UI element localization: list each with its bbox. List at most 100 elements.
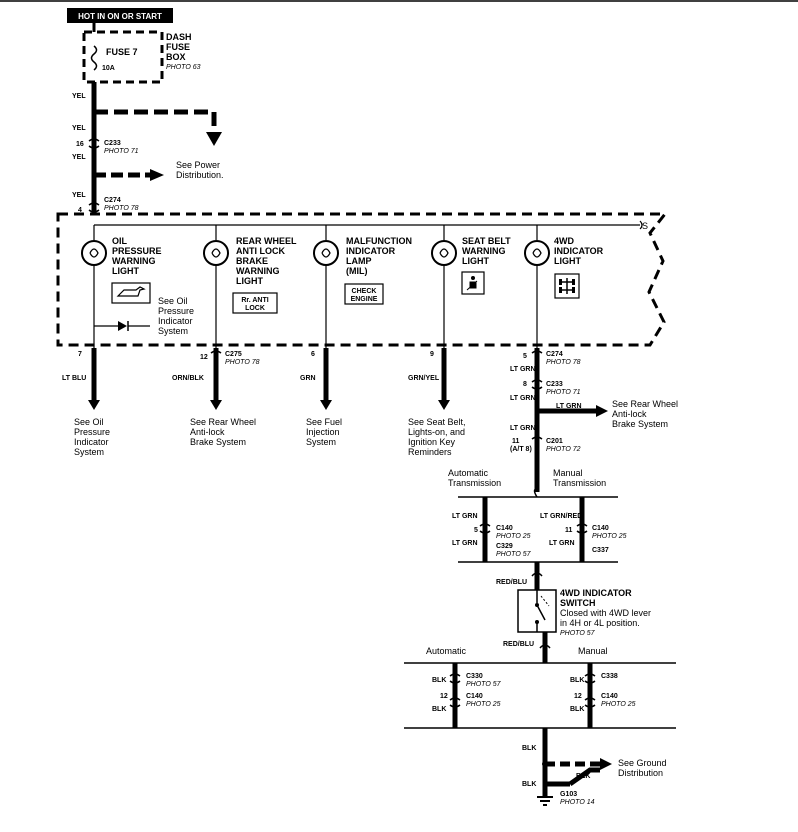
svg-text:BLK: BLK — [432, 706, 446, 713]
svg-text:RED/BLU: RED/BLU — [496, 579, 527, 586]
svg-text:PHOTO 57: PHOTO 57 — [466, 681, 502, 688]
seat-belt-bulb — [431, 225, 457, 348]
svg-text:LAMP: LAMP — [346, 256, 372, 266]
svg-text:Automatic: Automatic — [426, 646, 467, 656]
svg-text:LT GRN/RED: LT GRN/RED — [540, 513, 582, 520]
svg-text:PHOTO 57: PHOTO 57 — [496, 551, 532, 558]
abs-badge: Rr. ANTI LOCK — [232, 292, 278, 314]
4wd-indicator-switch: RED/BLU 4WD INDICATOR SWITCH Closed with… — [496, 579, 651, 663]
svg-text:ENGINE: ENGINE — [351, 296, 378, 303]
power-dist-arrow — [150, 169, 164, 181]
fuse-box-title-3: BOX — [166, 52, 186, 62]
svg-text:LIGHT: LIGHT — [462, 256, 489, 266]
svg-text:C233: C233 — [546, 381, 563, 388]
svg-text:BLK: BLK — [432, 677, 446, 684]
mil-light-title: MALFUNCTION INDICATOR LAMP (MIL) — [346, 236, 412, 276]
fuse-symbol — [90, 45, 98, 71]
svg-text:PHOTO 72: PHOTO 72 — [546, 446, 581, 453]
instrument-cluster-box — [56, 212, 669, 347]
rear-wheel-abs-bulb — [203, 225, 229, 348]
fuse-box-photo: PHOTO 63 — [166, 64, 201, 71]
svg-text:LT GRN: LT GRN — [452, 513, 478, 520]
oil-pressure-bulb — [81, 225, 107, 348]
svg-text:See Rear Wheel: See Rear Wheel — [190, 417, 256, 427]
power-source-banner — [67, 8, 173, 23]
svg-text:C337: C337 — [592, 547, 609, 554]
fuse-label: FUSE 7 — [106, 47, 138, 57]
svg-text:6: 6 — [311, 351, 315, 358]
svg-text:WARNING: WARNING — [236, 266, 280, 276]
svg-text:Transmission: Transmission — [448, 478, 501, 488]
svg-text:LIGHT: LIGHT — [112, 266, 139, 276]
check-engine-badge: CHECK ENGINE — [344, 283, 384, 305]
svg-text:CHECK: CHECK — [352, 288, 377, 295]
indicator-path: 5 C274 PHOTO 78 LT GRN 8 C233 PHOTO 71 L… — [510, 348, 678, 492]
trans-split-2: Automatic Manual BLK C330 PHOTO 57 12 C1… — [404, 646, 676, 729]
svg-text:PHOTO 25: PHOTO 25 — [601, 701, 636, 708]
svg-text:12: 12 — [574, 693, 582, 700]
svg-text:System: System — [74, 447, 104, 457]
fuse-box-title-1: DASH — [166, 32, 192, 42]
svg-text:See Fuel: See Fuel — [306, 417, 342, 427]
svg-text:4WD: 4WD — [554, 236, 575, 246]
output-seat-belt: 9 GRN/YEL See Seat Belt, Lights-on, and … — [408, 348, 466, 457]
mil-bulb — [313, 225, 339, 348]
output-abs: 12 C275 PHOTO 78 ORN/BLK See Rear Wheel … — [172, 348, 260, 447]
svg-text:C275: C275 — [225, 351, 242, 358]
svg-text:LT GRN: LT GRN — [452, 540, 478, 547]
svg-text:WARNING: WARNING — [462, 246, 506, 256]
svg-text:(A/T 8): (A/T 8) — [510, 446, 532, 453]
svg-text:BLK: BLK — [570, 706, 584, 713]
oil-diode — [94, 321, 150, 331]
c274-photo: PHOTO 78 — [104, 205, 139, 212]
svg-text:PHOTO 25: PHOTO 25 — [592, 533, 627, 540]
svg-text:Manual: Manual — [553, 468, 583, 478]
seat-belt-light-title: SEAT BELT WARNING LIGHT — [462, 236, 511, 266]
svg-text:Pressure: Pressure — [74, 427, 110, 437]
svg-text:4WD INDICATOR: 4WD INDICATOR — [560, 588, 632, 598]
svg-text:C338: C338 — [601, 673, 618, 680]
svg-text:Brake System: Brake System — [190, 437, 246, 447]
svg-text:SWITCH: SWITCH — [560, 598, 596, 608]
svg-text:11: 11 — [565, 527, 573, 534]
wire-yel-1: YEL — [72, 93, 86, 100]
svg-text:LIGHT: LIGHT — [554, 256, 581, 266]
svg-text:Anti-lock: Anti-lock — [612, 409, 647, 419]
svg-text:Anti-lock: Anti-lock — [190, 427, 225, 437]
svg-text:8: 8 — [523, 381, 527, 388]
svg-text:System: System — [158, 326, 188, 336]
svg-text:See Oil: See Oil — [74, 417, 104, 427]
svg-text:See Oil: See Oil — [158, 296, 188, 306]
svg-text:GRN/YEL: GRN/YEL — [408, 375, 440, 382]
svg-text:LT BLU: LT BLU — [62, 375, 86, 382]
svg-text:GRN: GRN — [300, 375, 316, 382]
bus-break-mark: S — [642, 221, 648, 231]
svg-text:PHOTO 57: PHOTO 57 — [560, 630, 596, 637]
svg-text:INDICATOR: INDICATOR — [554, 246, 604, 256]
svg-text:Brake System: Brake System — [612, 419, 668, 429]
oil-can-icon — [111, 282, 151, 304]
abs-light-title: REAR WHEEL ANTI LOCK BRAKE WARNING LIGHT — [236, 236, 297, 286]
fuse-rating: 10A — [102, 65, 115, 72]
svg-text:WARNING: WARNING — [112, 256, 156, 266]
c233-pin: 16 — [76, 141, 84, 148]
fuse-box-title-2: FUSE — [166, 42, 190, 52]
svg-text:Injection: Injection — [306, 427, 340, 437]
dashed-branch-wire — [94, 109, 217, 132]
svg-text:9: 9 — [430, 351, 434, 358]
svg-text:Automatic: Automatic — [448, 468, 489, 478]
svg-text:BRAKE: BRAKE — [236, 256, 268, 266]
output-oil: 7 LT BLU See Oil Pressure Indicator Syst… — [62, 348, 110, 457]
bus-break — [639, 220, 643, 230]
svg-text:See Seat Belt,: See Seat Belt, — [408, 417, 466, 427]
svg-text:PHOTO 14: PHOTO 14 — [560, 799, 595, 806]
svg-text:PHOTO 71: PHOTO 71 — [546, 389, 581, 396]
svg-text:11: 11 — [512, 438, 520, 445]
svg-text:5: 5 — [523, 353, 527, 360]
svg-text:5: 5 — [474, 527, 478, 534]
c233-label: C233 — [104, 140, 121, 147]
svg-text:in 4H or 4L position.: in 4H or 4L position. — [560, 618, 640, 628]
trans-split-1: Automatic Transmission Manual Transmissi… — [448, 468, 627, 590]
svg-text:SEAT BELT: SEAT BELT — [462, 236, 511, 246]
svg-text:LIGHT: LIGHT — [236, 276, 263, 286]
